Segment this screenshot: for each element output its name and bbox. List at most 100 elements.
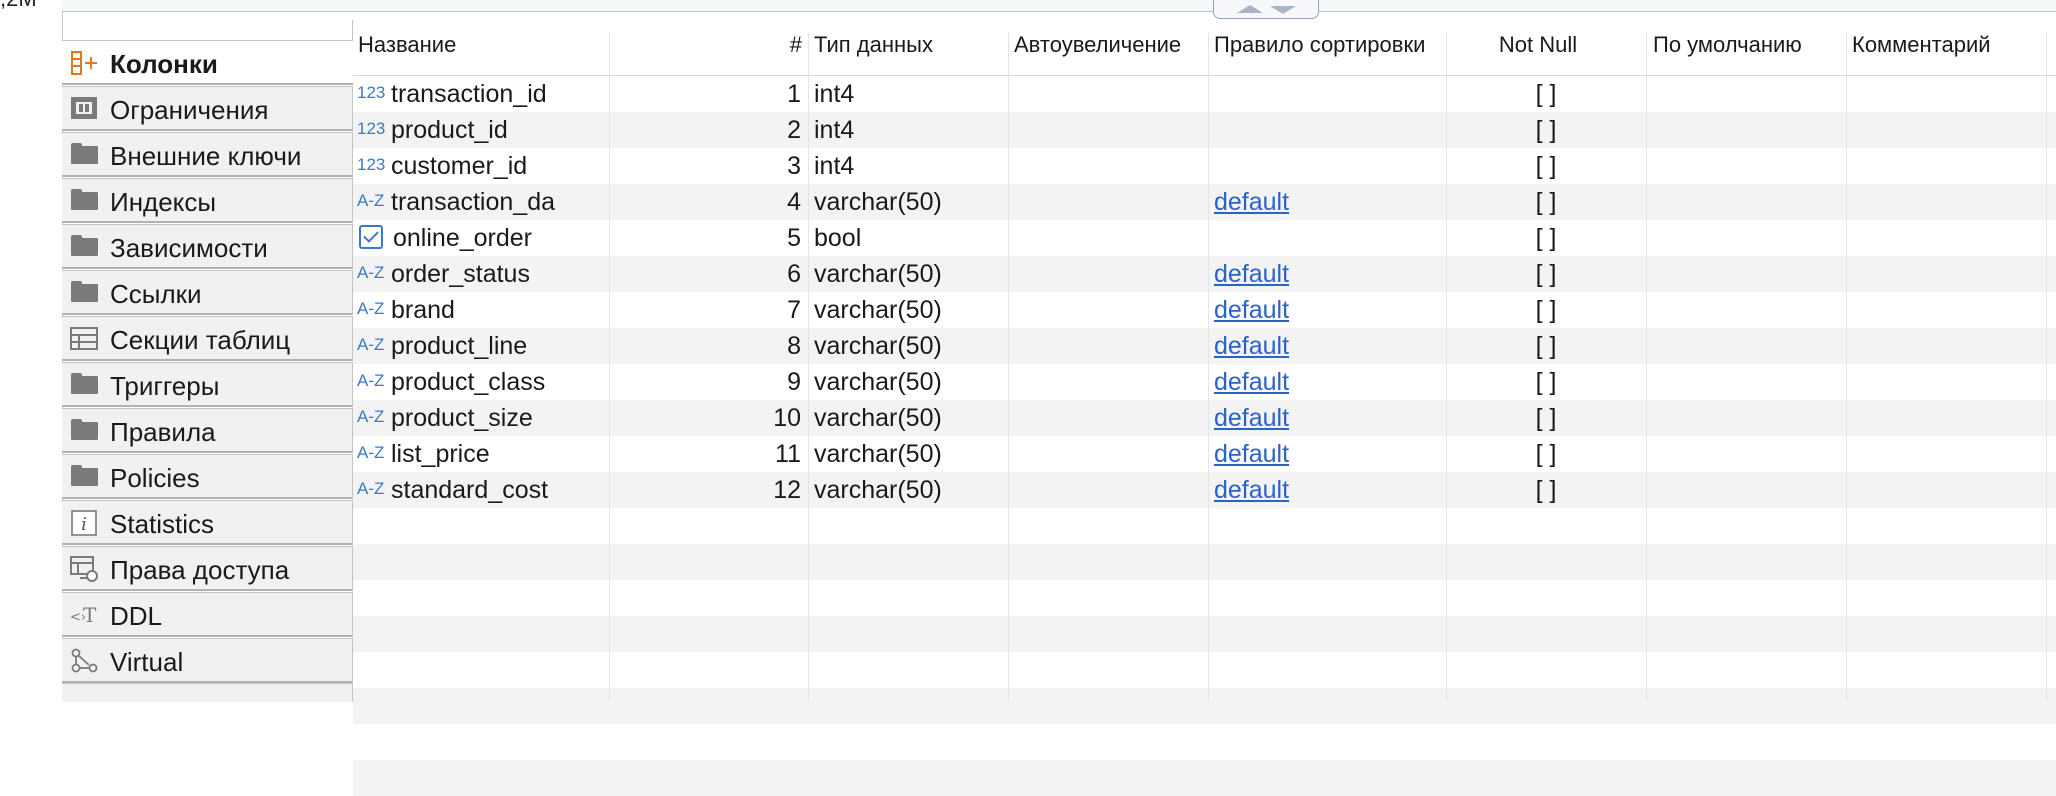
column-header-name[interactable]: Название	[358, 32, 457, 57]
tab-6[interactable]: Секции таблиц	[62, 316, 353, 361]
cell-data-type[interactable]: varchar(50)	[814, 260, 942, 288]
cell-collation[interactable]: default	[1214, 472, 1424, 508]
not-null-checkbox[interactable]: [ ]	[1535, 116, 1557, 144]
cell-ordinal[interactable]: 3	[787, 152, 801, 180]
tab-9[interactable]: Policies	[62, 454, 353, 499]
cell-data-type[interactable]: varchar(50)	[814, 440, 942, 468]
cell-data-type[interactable]: varchar(50)	[814, 404, 942, 432]
cell-data-type[interactable]: int4	[814, 152, 855, 180]
tab-1[interactable]: Ограничения	[62, 86, 353, 131]
tab-2[interactable]: Внешние ключи	[62, 132, 353, 177]
not-null-checkbox[interactable]: [ ]	[1535, 80, 1557, 108]
tab-8[interactable]: Правила	[62, 408, 353, 453]
cell-collation[interactable]: default	[1214, 436, 1424, 472]
cell-collation[interactable]: default	[1214, 400, 1424, 436]
cell-collation[interactable]	[1214, 220, 1424, 256]
cell-collation[interactable]: default	[1214, 292, 1424, 328]
cell-data-type[interactable]: varchar(50)	[814, 476, 942, 504]
collation-link[interactable]: default	[1214, 188, 1290, 216]
column-header-not-null[interactable]: Not Null	[1498, 32, 1578, 57]
cell-ordinal[interactable]: 11	[775, 440, 801, 468]
cell-collation[interactable]	[1214, 76, 1424, 112]
cell-collation[interactable]: default	[1214, 328, 1424, 364]
cell-data-type[interactable]: varchar(50)	[814, 332, 942, 360]
table-row[interactable]: online_order 5 bool [ ]	[353, 220, 2056, 256]
cell-data-type[interactable]: int4	[814, 80, 855, 108]
not-null-checkbox[interactable]: [ ]	[1535, 440, 1557, 468]
not-null-checkbox[interactable]: [ ]	[1535, 188, 1557, 216]
cell-data-type[interactable]: varchar(50)	[814, 296, 942, 324]
collation-link[interactable]: default	[1214, 404, 1290, 432]
tab-7[interactable]: Триггеры	[62, 362, 353, 407]
column-header-collation[interactable]: Правило сортировки	[1214, 32, 1426, 57]
cell-data-type[interactable]: varchar(50)	[814, 188, 942, 216]
cell-ordinal[interactable]: 5	[787, 224, 801, 252]
cell-collation[interactable]: default	[1214, 364, 1424, 400]
column-header-number[interactable]: #	[789, 32, 802, 57]
tab-13[interactable]: Virtual	[62, 638, 353, 683]
cell-name[interactable]: online_order	[357, 220, 609, 256]
not-null-checkbox[interactable]: [ ]	[1535, 404, 1557, 432]
not-null-checkbox[interactable]: [ ]	[1535, 260, 1557, 288]
tab-11[interactable]: Права доступа	[62, 546, 353, 591]
cell-ordinal[interactable]: 9	[787, 368, 801, 396]
cell-ordinal[interactable]: 10	[773, 404, 801, 432]
cell-collation[interactable]	[1214, 148, 1424, 184]
tab-3[interactable]: Индексы	[62, 178, 353, 223]
cell-ordinal[interactable]: 12	[773, 476, 801, 504]
not-null-checkbox[interactable]: [ ]	[1535, 224, 1557, 252]
collation-link[interactable]: default	[1214, 368, 1290, 396]
collation-link[interactable]: default	[1214, 260, 1290, 288]
cell-ordinal[interactable]: 4	[787, 188, 801, 216]
cell-ordinal[interactable]: 8	[787, 332, 801, 360]
cell-collation[interactable]	[1214, 112, 1424, 148]
tab-5[interactable]: Ссылки	[62, 270, 353, 315]
tab-4[interactable]: Зависимости	[62, 224, 353, 269]
tab-0[interactable]: Колонки	[62, 40, 353, 85]
cell-collation[interactable]: default	[1214, 256, 1424, 292]
column-header-type[interactable]: Тип данных	[814, 32, 933, 57]
cell-collation[interactable]: default	[1214, 184, 1424, 220]
column-header-default[interactable]: По умолчанию	[1653, 32, 1802, 57]
not-null-checkbox[interactable]: [ ]	[1535, 152, 1557, 180]
column-header-comment[interactable]: Комментарий	[1852, 32, 1991, 57]
not-null-checkbox[interactable]: [ ]	[1535, 332, 1557, 360]
collation-link[interactable]: default	[1214, 440, 1290, 468]
cell-data-type[interactable]: int4	[814, 116, 855, 144]
cell-ordinal[interactable]: 2	[787, 116, 801, 144]
collation-link[interactable]: default	[1214, 296, 1290, 324]
not-null-checkbox[interactable]: [ ]	[1535, 296, 1557, 324]
cell-ordinal[interactable]: 7	[787, 296, 801, 324]
column-header-autoincrement[interactable]: Автоувеличение	[1014, 32, 1182, 57]
collation-link[interactable]: default	[1214, 332, 1290, 360]
collation-link[interactable]: default	[1214, 476, 1290, 504]
not-null-checkbox[interactable]: [ ]	[1535, 368, 1557, 396]
cell-ordinal[interactable]: 1	[787, 80, 801, 108]
cell-data-type[interactable]: bool	[814, 224, 862, 252]
cell-data-type[interactable]: varchar(50)	[814, 368, 942, 396]
cell-ordinal[interactable]: 6	[787, 260, 801, 288]
